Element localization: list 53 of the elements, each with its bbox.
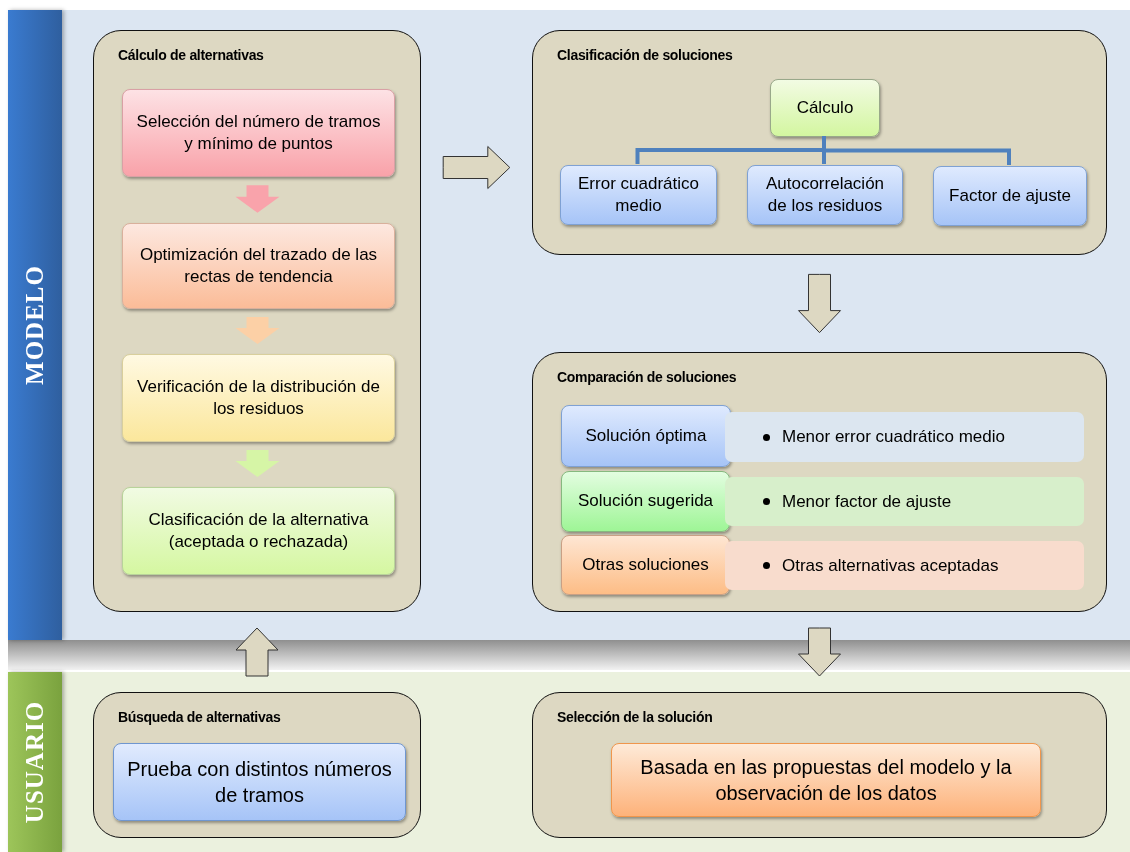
process-box [122,89,395,177]
box-text: Prueba con distintos números de tramos [126,757,393,808]
swimlane-band [8,10,1130,640]
box-text: Basada en las propuestas del modelo y la observación de los datos [639,755,1013,806]
process-box [122,354,395,442]
block-arrow [442,146,511,189]
box-text: Solución óptima [584,424,708,447]
box-text: Error cuadrático medio [577,172,700,217]
process-box [561,535,730,595]
box-text: Otras soluciones [581,553,710,576]
process-box [561,471,730,532]
group-title: Cálculo de alternativas [118,47,264,63]
group-panel [93,692,421,838]
box-text: Verificación de la distribución de los residuos [136,375,381,420]
process-box [933,166,1087,226]
criterion-band [725,412,1084,462]
bullet-text: Otras alternativas aceptadas [782,555,999,576]
box-text: Factor de ajuste [948,184,1072,207]
lane-label: MODELO [21,265,49,385]
block-arrow [235,317,280,344]
block-arrow [235,627,279,677]
block-arrow [235,450,280,477]
bullet-text: Menor error cuadrático medio [782,427,1005,447]
group-title: Búsqueda de alternativas [118,709,281,725]
process-box [122,223,395,309]
box-text: Optimización del trazado de las rectas de tendencia [138,243,379,288]
block-arrow [798,273,841,334]
group-panel [532,692,1107,838]
process-box [611,743,1041,817]
lane-label: USUARIO [21,700,49,824]
process-box [747,165,903,225]
criterion-band [725,477,1084,526]
box-text: Solución sugerida [576,490,715,513]
box-text: Cálculo [795,96,855,119]
group-panel [532,30,1107,255]
swimlane-band [8,672,1130,852]
process-box [770,79,880,137]
block-arrow [235,185,280,213]
box-text: Autocorrelación de los residuos [764,172,886,217]
process-box [560,165,717,225]
group-title: Comparación de soluciones [557,369,737,385]
group-panel [93,30,421,612]
criterion-band [725,541,1084,590]
process-box [561,405,731,467]
group-title: Clasificación de soluciones [557,47,733,63]
bullet-text: Menor factor de ajuste [782,491,952,512]
group-panel [532,352,1107,612]
block-arrow [798,627,841,677]
box-text: Clasificación de la alternativa (aceptada o rechazada) [147,508,370,553]
process-box [122,487,395,575]
group-title: Selección de la solución [557,709,713,725]
box-text: Selección del número de tramos y mínimo de puntos [135,110,382,155]
process-box [113,743,406,821]
